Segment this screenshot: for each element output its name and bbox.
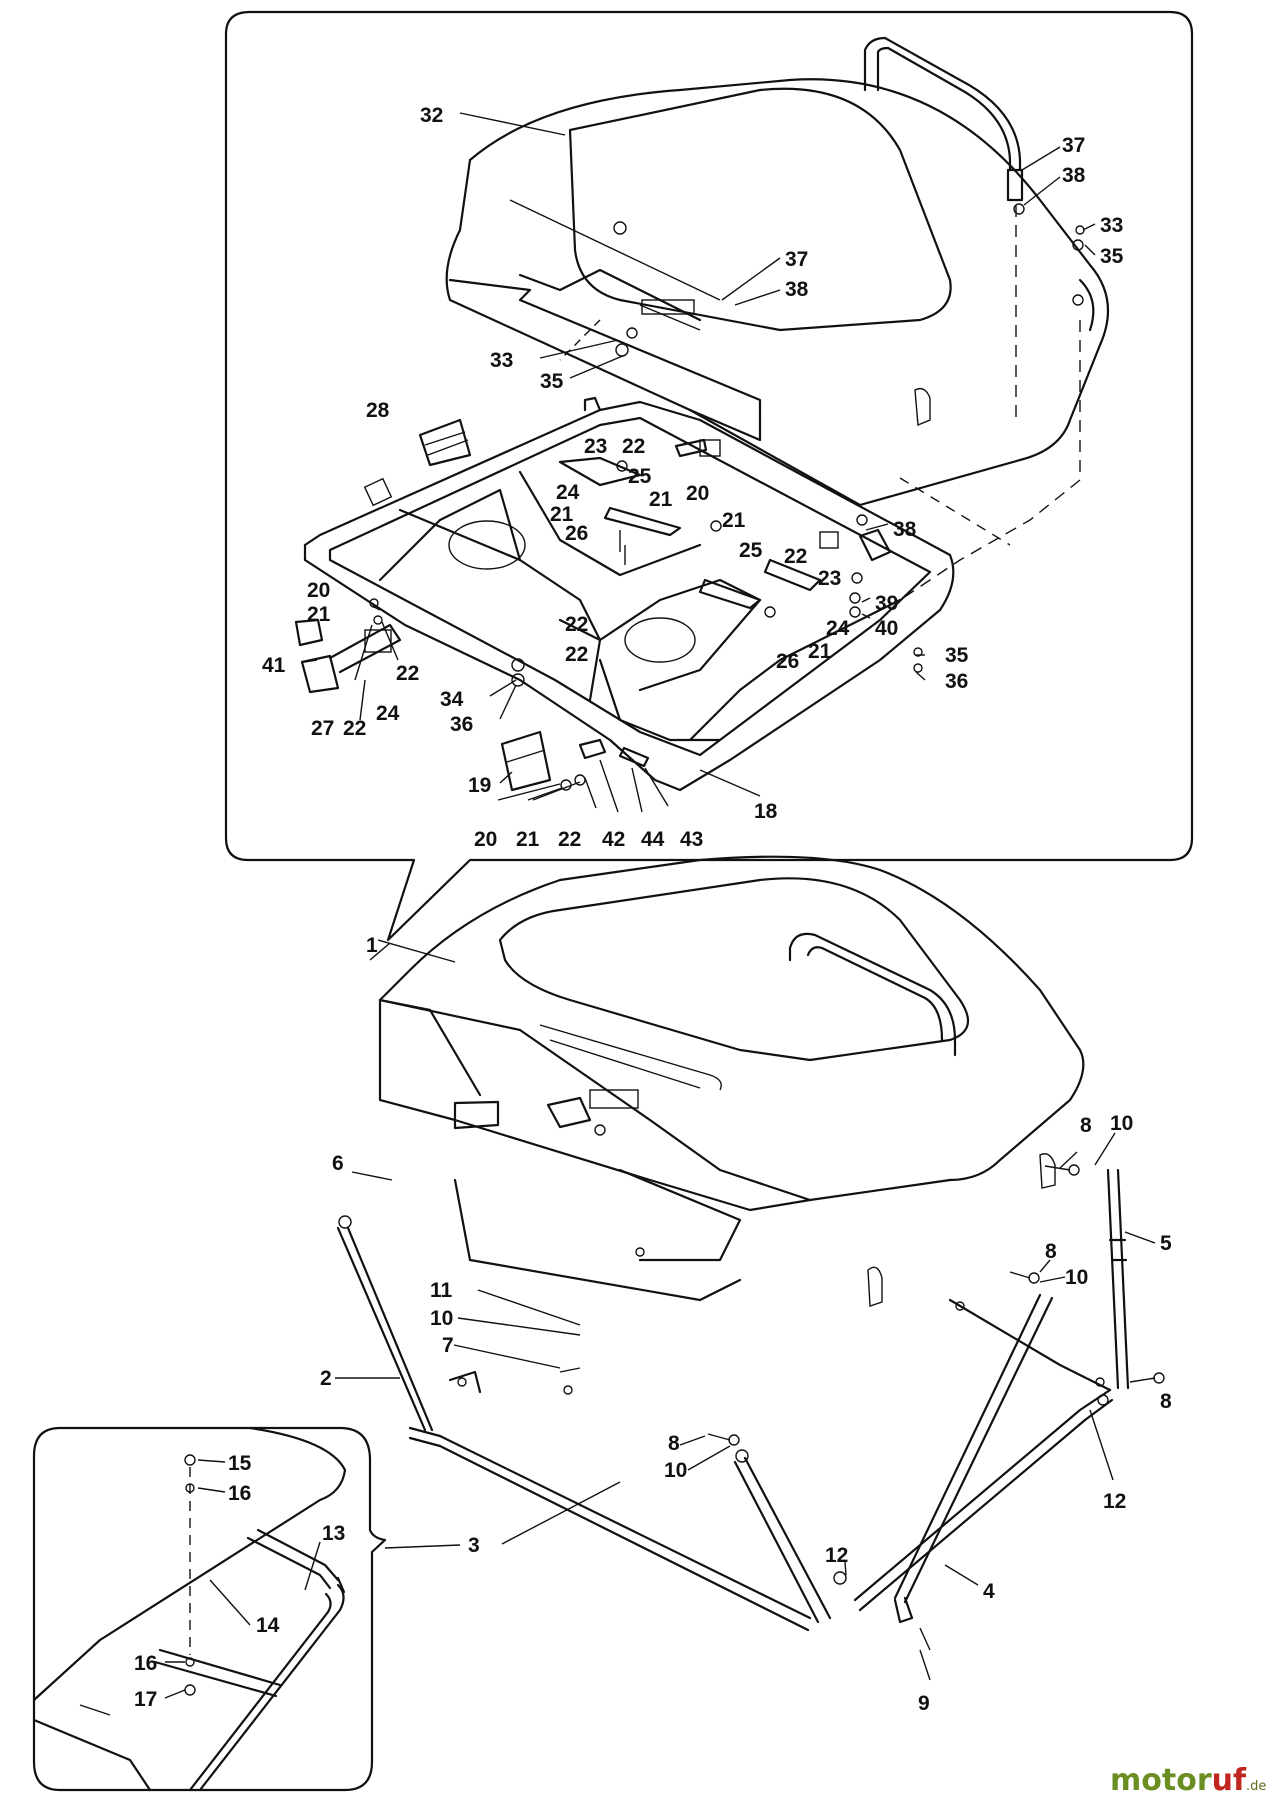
- callout-21b: 21: [550, 503, 574, 526]
- callout-35: 35: [1100, 245, 1124, 268]
- callout-14: 14: [256, 1614, 280, 1637]
- callout-28: 28: [366, 399, 390, 422]
- callout-15: 15: [228, 1452, 252, 1475]
- motoruf-watermark: motoruf.de: [1110, 1763, 1266, 1798]
- callout-23: 23: [584, 435, 607, 458]
- callout-22b: 22: [784, 545, 807, 568]
- callout-20c: 20: [474, 828, 497, 851]
- callout-43: 43: [680, 828, 703, 851]
- callout-37: 37: [1062, 134, 1085, 157]
- callout-22: 22: [622, 435, 645, 458]
- callout-33b: 33: [490, 349, 513, 372]
- callout-8: 8: [1080, 1114, 1092, 1137]
- callout-8b: 8: [1045, 1240, 1057, 1263]
- callout-26b: 26: [776, 650, 799, 673]
- guide-lines: [559, 319, 1081, 601]
- callout-21: 21: [649, 488, 673, 511]
- watermark-suffix: .de: [1246, 1779, 1266, 1794]
- callout-44: 44: [641, 828, 665, 851]
- callout-38b: 38: [785, 278, 809, 301]
- callout-18: 18: [754, 800, 778, 823]
- fasteners: [369, 225, 1085, 687]
- callout-21d: 21: [808, 640, 832, 663]
- callout-34: 34: [440, 688, 464, 711]
- callout-38: 38: [1062, 164, 1086, 187]
- callout-38c: 38: [893, 518, 917, 541]
- brackets: [558, 456, 863, 618]
- callout-26: 26: [565, 522, 588, 545]
- frame: [303, 396, 955, 792]
- callout-11: 11: [430, 1279, 453, 1302]
- callout-20: 20: [686, 482, 709, 505]
- callout-24: 24: [556, 481, 580, 504]
- lower-parts: [497, 730, 650, 801]
- hood-top: [445, 78, 1110, 507]
- inset-bubble: [32, 1426, 387, 1792]
- svg-text:motoruf.de: motoruf.de: [1110, 1763, 1266, 1798]
- callout-16b: 16: [134, 1652, 157, 1675]
- callout-12b: 12: [825, 1544, 848, 1567]
- callout-6: 6: [332, 1152, 344, 1175]
- callout-2: 2: [320, 1367, 332, 1390]
- callout-23b: 23: [818, 567, 841, 590]
- callout-3: 3: [468, 1534, 480, 1557]
- callout-32: 32: [420, 104, 443, 127]
- handle-top: [863, 36, 1025, 420]
- main-hood: [378, 855, 1085, 1311]
- callout-9: 9: [918, 1692, 930, 1715]
- callout-10: 10: [1110, 1112, 1133, 1135]
- callouts-inset: 15 16 13 14 16 17: [134, 1452, 345, 1711]
- leader-lines: [164, 112, 1156, 1699]
- callout-8d: 8: [1160, 1390, 1172, 1413]
- callout-24c: 24: [376, 702, 400, 725]
- callout-12: 12: [1103, 1490, 1126, 1513]
- callout-33: 33: [1100, 214, 1123, 237]
- callout-22g: 22: [558, 828, 581, 851]
- callout-22e: 22: [565, 643, 588, 666]
- main-handle: [788, 932, 957, 1057]
- rods: [336, 1168, 1130, 1632]
- callout-21f: 21: [516, 828, 540, 851]
- callout-22c: 22: [396, 662, 419, 685]
- detail-bubble: [224, 10, 1194, 942]
- callout-7: 7: [442, 1334, 454, 1357]
- callout-17: 17: [134, 1688, 157, 1711]
- callout-35c: 35: [945, 644, 969, 667]
- callout-36b: 36: [945, 670, 968, 693]
- callout-19: 19: [468, 774, 491, 797]
- callout-21c: 21: [722, 509, 746, 532]
- callout-27: 27: [311, 717, 334, 740]
- callout-35b: 35: [540, 370, 564, 393]
- callout-40: 40: [875, 617, 898, 640]
- callout-22f: 22: [565, 613, 588, 636]
- callout-1: 1: [366, 934, 378, 957]
- callout-42: 42: [602, 828, 625, 851]
- callout-37b: 37: [785, 248, 808, 271]
- callout-8c: 8: [668, 1432, 680, 1455]
- callout-39: 39: [875, 592, 898, 615]
- rod-fasteners: [559, 1164, 1165, 1651]
- watermark-brand-green: motor: [1110, 1763, 1212, 1798]
- callouts-bottom: 1 6 8 10 5 8 10 11 10 7 2 8 10 12 12 4 9…: [320, 934, 1172, 1715]
- callouts-top: 32 37 38 33 35 37 38 33 35 28 23 22 25 2…: [262, 104, 1124, 851]
- callout-25b: 25: [739, 539, 763, 562]
- watermark-brand-red: uf: [1212, 1763, 1247, 1798]
- callout-4: 4: [983, 1580, 995, 1603]
- callout-5: 5: [1160, 1232, 1172, 1255]
- callout-24b: 24: [826, 617, 850, 640]
- callout-10d: 10: [664, 1459, 687, 1482]
- callout-41: 41: [262, 654, 286, 677]
- callout-25: 25: [628, 465, 652, 488]
- callout-20b: 20: [307, 579, 330, 602]
- callout-10c: 10: [430, 1307, 453, 1330]
- callout-16: 16: [228, 1482, 251, 1505]
- callout-22d: 22: [343, 717, 366, 740]
- callout-10b: 10: [1065, 1266, 1088, 1289]
- left-parts: [294, 418, 472, 694]
- callout-21e: 21: [307, 603, 331, 626]
- callout-36: 36: [450, 713, 473, 736]
- callout-13: 13: [322, 1522, 345, 1545]
